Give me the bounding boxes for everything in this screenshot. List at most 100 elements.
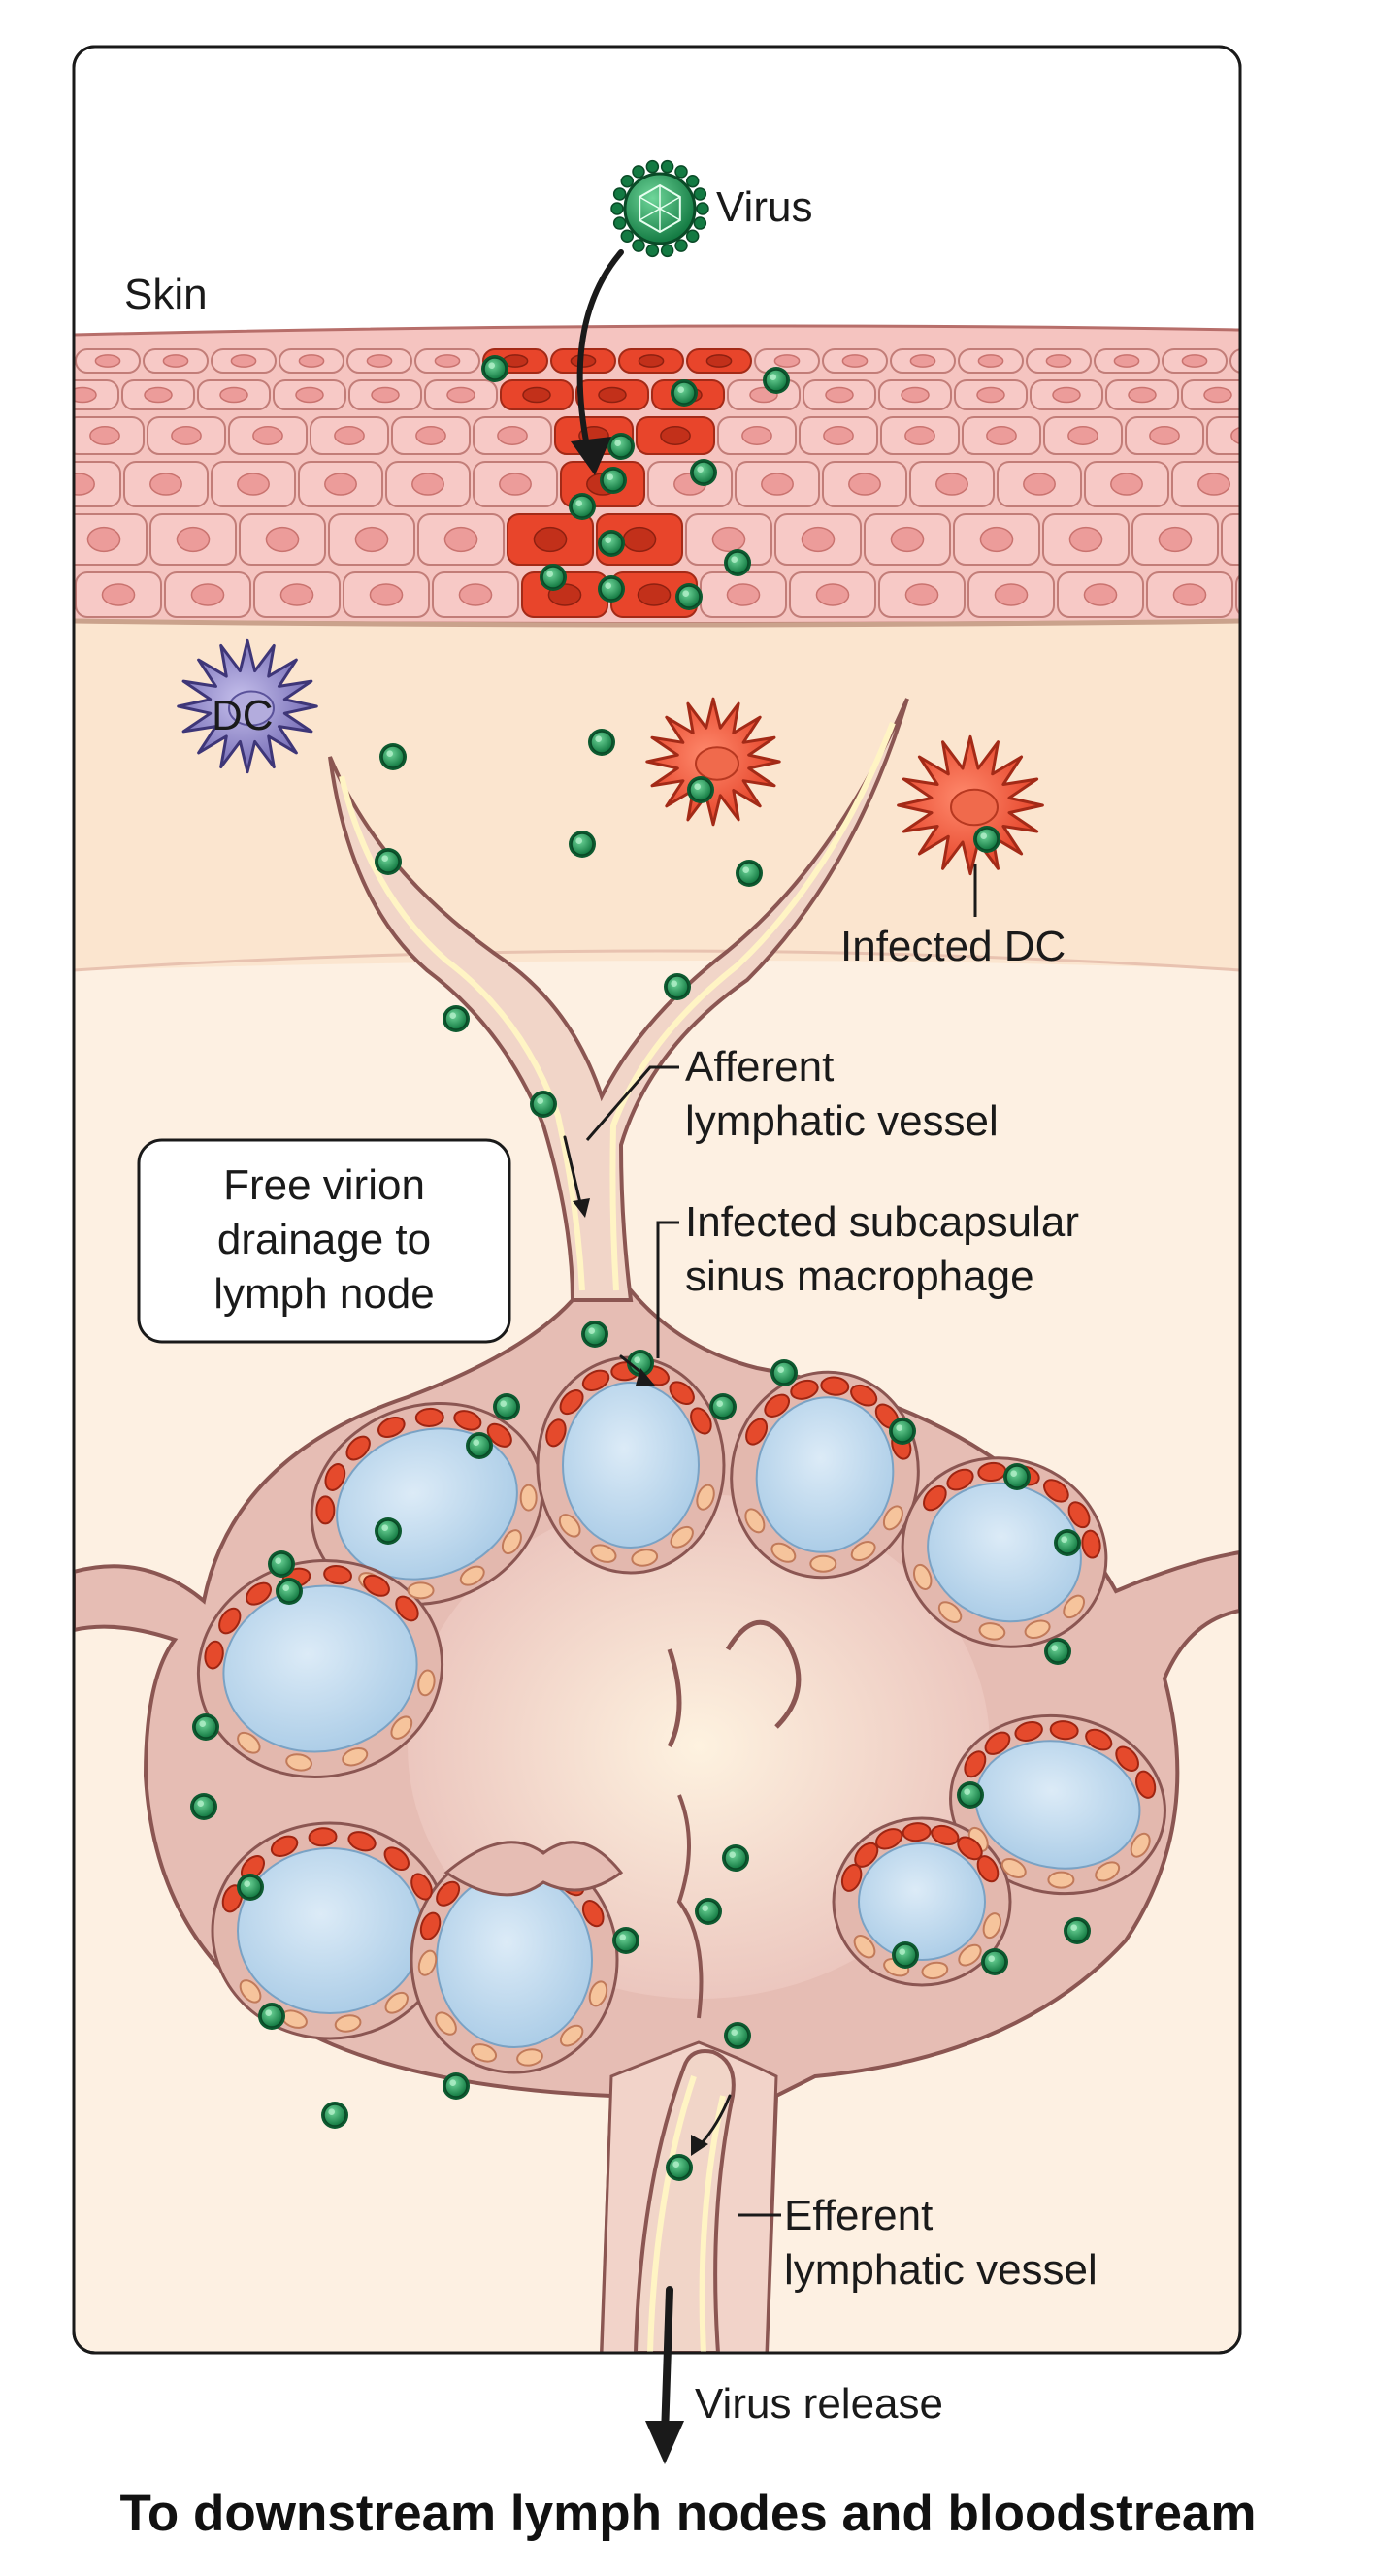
virus-spike [693,187,707,201]
cell-nucleus [761,473,794,496]
virus-entry-arrowhead [571,437,611,475]
label-drainage-line2: drainage to [217,1216,431,1263]
sinus-macrophage-ring [315,1407,538,1600]
cell-nucleus [149,473,182,496]
follicle [211,1821,449,2040]
infected-macrophage [383,1846,410,1872]
virion [644,2456,672,2483]
virion [481,355,508,382]
virion [1003,1463,1031,1490]
infected-macrophage [1135,1770,1157,1799]
infected-macrophage [984,1731,1011,1755]
follicle-core [755,1396,895,1553]
infected-macrophage [246,1581,273,1606]
macrophage [459,1565,485,1586]
cell-nucleus [324,473,357,496]
macrophage [978,1622,1006,1641]
follicle-core [562,1382,700,1549]
macrophage [501,1529,522,1555]
cell-nucleus [162,354,189,368]
cell-nucleus [841,354,869,368]
cell-nucleus [101,583,136,606]
virion [1064,1917,1091,1944]
cell-nucleus [354,526,389,553]
macrophage [921,1961,949,1980]
efferent-flow-arrowhead [691,2135,708,2156]
macrophage [850,1541,876,1562]
macrophage [285,1753,312,1772]
cell-nucleus [711,526,746,553]
afferent-flow-arrowhead [573,1198,590,1218]
virion [600,467,627,494]
virion [666,2154,693,2181]
follicle-core [222,1584,418,1753]
virus-spike [696,202,709,215]
virus-spike [620,174,635,188]
afferent-flow-arrow [563,1135,582,1205]
cell-nucleus [1128,386,1157,404]
virion [569,493,596,520]
virus-spike [685,174,700,188]
basement-membrane [74,618,1240,628]
cell-nucleus [434,354,461,368]
cell-nucleus [801,526,836,553]
virion [1054,1529,1081,1556]
label-infected-dc: Infected DC [840,923,1066,970]
macrophage [239,1979,262,2004]
skin-epidermis [74,324,1295,625]
macrophage [809,1554,837,1573]
virion [973,826,1000,853]
virion [276,1578,303,1605]
virion [664,973,691,1000]
virus-spike [610,202,624,215]
infected-macrophage [1115,1745,1139,1772]
cell-nucleus [371,386,400,404]
virion [892,1941,919,1969]
macrophage [559,2024,584,2047]
infected-macrophage [875,1828,903,1850]
virion [709,1393,737,1420]
cell-nucleus [741,426,772,445]
cell-nucleus [89,426,120,445]
infected-cell-nucleus [660,426,691,445]
virion [770,1359,798,1386]
macrophage [390,1715,413,1740]
virion [607,433,635,460]
infected-macrophage [545,1418,567,1448]
virus-spike [632,165,645,179]
macrophage [1047,1871,1075,1889]
follicle-core [237,1847,423,2014]
cell-nucleus [1197,473,1230,496]
sinus-macrophage-ring [204,1565,436,1772]
follicle [832,1816,1012,1987]
infected-dendritic-cell-icon [897,734,1044,876]
infected-macrophage [323,1565,352,1585]
afferent-lymphatic-vessel [328,698,909,1302]
infected-macrophage [854,1842,879,1868]
infected-macrophage [1043,1479,1069,1503]
virion [493,1393,520,1420]
infected-macrophage [559,1389,584,1416]
macrophage [744,1508,766,1534]
cell-nucleus [94,354,121,368]
infected-macrophage [345,1435,371,1461]
infected-macrophage [347,1831,377,1852]
dendritic-cell-nucleus [950,788,999,827]
cell-nucleus [1203,386,1232,404]
cell-nucleus [144,386,173,404]
infected-macrophage [1014,1720,1043,1742]
virion [981,1948,1008,1975]
cell-nucleus [994,583,1029,606]
follicle-core [436,1872,593,2048]
virion [569,831,596,858]
infected-macrophage [218,1607,242,1635]
macrophage [670,1525,694,1549]
infected-macrophage [923,1484,947,1512]
cell-nucleus [909,354,936,368]
infected-macrophage [1049,1720,1079,1741]
cell-nucleus [1262,584,1295,605]
macrophage [958,1943,982,1967]
virion [375,848,402,875]
virion [724,2022,751,2049]
